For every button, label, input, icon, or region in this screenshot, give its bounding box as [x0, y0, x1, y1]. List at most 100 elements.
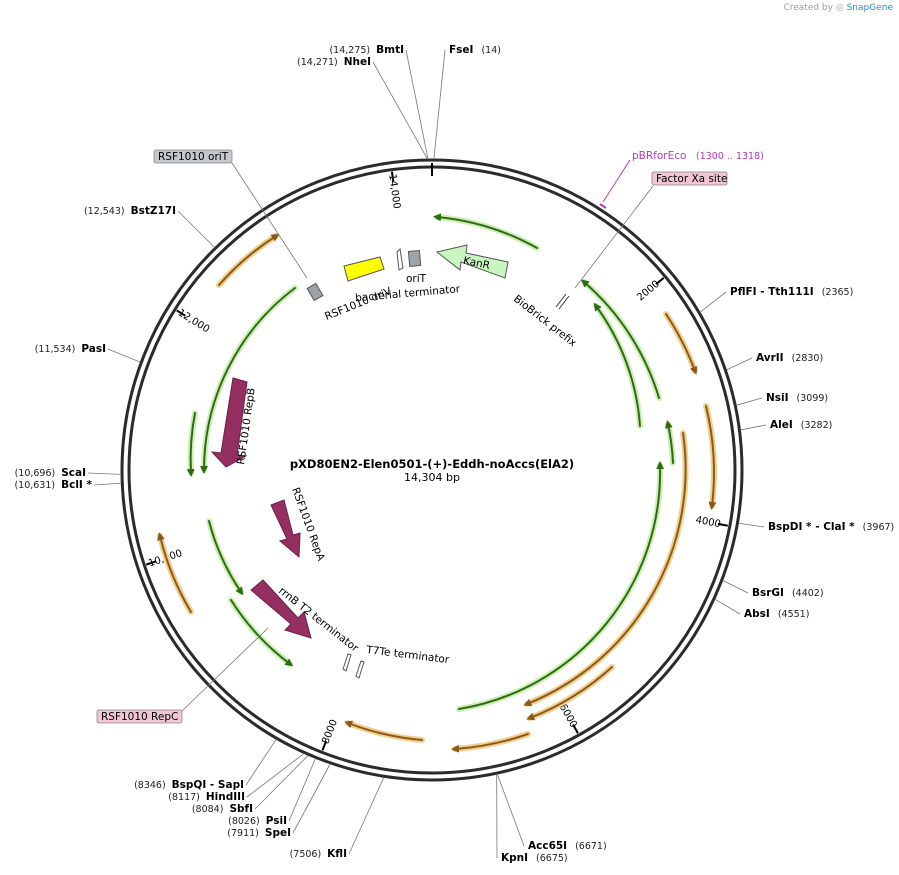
orf-arrow — [526, 666, 613, 721]
site-line — [348, 777, 385, 855]
scale-tick-label: 12,000 — [176, 308, 212, 336]
site-name: HindIII — [206, 791, 245, 803]
site-name: AleI — [770, 419, 793, 431]
biobrick-feature — [555, 293, 567, 308]
site-position: (3967) — [863, 522, 895, 533]
rsf-repc-box — [96, 709, 183, 724]
site-label: BspDI * - ClaI * (3967) — [768, 521, 894, 533]
site-name: BspDI * - ClaI * — [768, 521, 855, 533]
snapgene-logo-icon: ◎ — [835, 3, 844, 13]
orf-arrow — [523, 432, 687, 707]
site-label: KflI (7506) — [290, 848, 347, 860]
site-label: HindIII (8117) — [168, 791, 245, 803]
site-label: PsiI(8026) — [228, 815, 287, 827]
plasmid-length: 14,304 bp — [404, 471, 460, 484]
site-position: (6675) — [536, 853, 568, 864]
orf-arrow — [206, 518, 244, 595]
orf-arrow — [664, 420, 674, 464]
site-label: BmtI(14,275) — [329, 44, 404, 56]
site-label: AvrII(2830) — [756, 352, 823, 364]
site-position: (3099) — [797, 393, 829, 404]
scale-tick-label: 8000 — [320, 718, 340, 746]
credit-brand: SnapGene — [846, 3, 893, 13]
orf-arrow — [200, 287, 296, 474]
site-line — [177, 210, 215, 248]
snapgene-credit: Created by ◎ SnapGene — [783, 3, 893, 13]
site-position: (10,696) — [15, 468, 56, 479]
rrnb-feature — [250, 579, 312, 639]
kanr-label: KanR — [462, 255, 491, 272]
site-name: PflFI - Tth111I — [730, 286, 814, 298]
site-label: SbfI(8084) — [192, 803, 253, 815]
orf-arrow — [218, 233, 280, 286]
site-line — [496, 773, 525, 847]
site-name: KflI — [327, 848, 347, 860]
site-label: KpnI(6675) — [501, 852, 568, 864]
site-name: AbsI — [744, 608, 770, 620]
site-position: (4551) — [778, 609, 810, 620]
callout-line — [574, 185, 654, 289]
site-position: (8117) — [168, 792, 200, 803]
site-line — [736, 397, 763, 406]
rsf-orit-feature — [306, 282, 324, 302]
site-position: (14,275) — [329, 45, 370, 56]
site-label: AleI (3282) — [770, 419, 832, 431]
orf-arrow — [157, 533, 194, 615]
scale-tick — [321, 740, 328, 751]
site-label: PasI(11,534) — [35, 343, 106, 355]
site-position: (10,631) — [14, 480, 55, 491]
site-label: BclI * (10,631) — [14, 479, 92, 491]
site-line — [292, 763, 331, 834]
orf-arrow — [580, 279, 660, 399]
site-label: AbsI (4551) — [744, 608, 809, 620]
scale-tick — [655, 277, 665, 286]
site-name: PsiI — [266, 815, 287, 827]
scale-tick — [717, 522, 728, 527]
rsf-oriv-feature — [343, 256, 385, 282]
site-line — [433, 49, 446, 160]
orf-arrow — [593, 303, 643, 429]
orf-arrow — [345, 720, 425, 743]
site-line — [107, 348, 141, 363]
site-name: BclI * — [61, 479, 92, 491]
site-label: Acc65I(6671) — [528, 840, 607, 852]
orf-arrow — [581, 279, 662, 401]
site-label: NsiI (3099) — [766, 392, 828, 404]
site-name: Acc65I — [528, 840, 567, 852]
site-label: BstZ17I(12,543) — [84, 205, 176, 217]
kanr-feature — [435, 244, 509, 279]
site-label: ScaI(10,696) — [15, 467, 86, 479]
orf-arrow — [705, 405, 717, 510]
rsf-orit-box-text: RSF1010 oriT — [158, 151, 229, 163]
site-position: (3282) — [801, 420, 833, 431]
site-position: (7506) — [290, 849, 322, 860]
site-position: (7911) — [227, 828, 259, 839]
site-line — [714, 598, 741, 615]
site-name: SpeI — [265, 827, 291, 839]
orf-arrow — [593, 302, 641, 427]
site-label: FseI(14) — [449, 44, 501, 56]
orf-arrows-green — [186, 213, 676, 712]
scale-tick — [176, 309, 186, 317]
site-name: BsrGI — [752, 587, 784, 599]
site-name: NheI — [344, 56, 371, 68]
rsf-repc-box-text: RSF1010 RepC — [101, 711, 178, 723]
site-name: BspQI - SapI — [172, 779, 244, 791]
biobrick-feature — [558, 295, 570, 310]
site-position: (8084) — [192, 804, 224, 815]
site-line — [405, 49, 429, 160]
site-label: PflFI - Tth111I (2365) — [730, 286, 853, 298]
t7te-label: T7Te terminator — [365, 644, 451, 666]
site-position: (14,271) — [297, 57, 338, 68]
site-name: NsiI — [766, 392, 789, 404]
primer-name: pBRforEco — [632, 150, 686, 162]
credit-prefix: Created by — [783, 3, 833, 13]
site-name: FseI — [449, 44, 473, 56]
orit-label: oriT — [406, 273, 427, 285]
factor-xa-box — [651, 171, 728, 186]
site-position: (2365) — [822, 287, 854, 298]
site-label: SpeI (7911) — [227, 827, 291, 839]
scale-tick-label: 14,000 — [386, 173, 402, 209]
repb-feature — [210, 377, 248, 468]
site-line — [245, 738, 277, 786]
